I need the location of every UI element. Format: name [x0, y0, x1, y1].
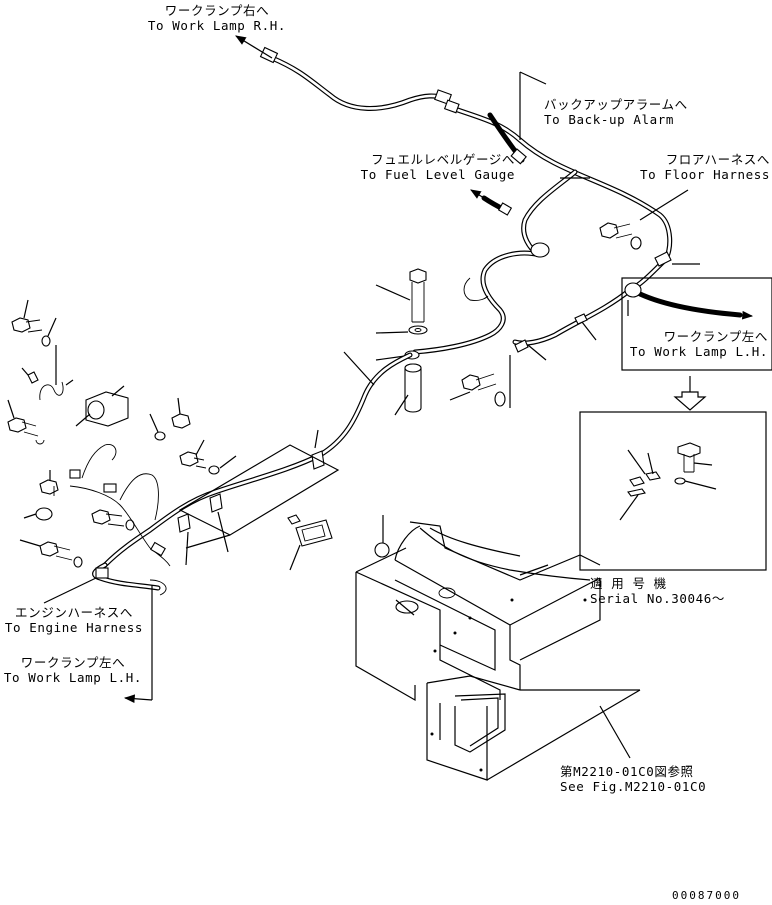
label-jp: エンジンハーネスへ	[15, 605, 133, 620]
washer-icon	[35, 507, 53, 521]
clamp-icon	[209, 493, 223, 513]
bolt-icon	[39, 541, 59, 557]
connector-icon	[510, 148, 527, 165]
clamp-icon	[177, 513, 191, 533]
bolt-icon	[461, 374, 481, 391]
bolt-icon	[409, 268, 427, 284]
washer-icon	[73, 556, 83, 568]
label-jp: ワークランプ左へ	[20, 655, 126, 670]
label-fuel-level-gauge: フュエルレベルゲージへ To Fuel Level Gauge	[340, 152, 515, 182]
label-engine-harness: エンジンハーネスへ To Engine Harness	[0, 605, 148, 635]
label-work-lamp-rh: ワークランプ右へ To Work Lamp R.H.	[142, 3, 292, 33]
washer-icon	[374, 542, 390, 558]
connector-icon	[443, 99, 460, 114]
label-en: Serial No.30046～	[590, 591, 725, 606]
label-jp: フュエルレベルゲージへ	[371, 152, 515, 167]
clamp-icon	[530, 242, 550, 258]
upper-harness	[259, 46, 743, 355]
label-en: To Floor Harness	[639, 167, 770, 182]
bolt-icon	[11, 317, 31, 333]
washer-icon	[41, 335, 51, 347]
washer-icon	[674, 477, 686, 485]
bolt-icon	[677, 442, 701, 458]
connector-icon	[103, 483, 117, 493]
connector-icon	[69, 469, 81, 479]
label-jp: ワークランプ右へ	[164, 3, 270, 18]
label-jp: 適 用 号 機	[590, 576, 667, 591]
washer-icon	[408, 325, 428, 335]
label-work-lamp-lh-left: ワークランプ左へ To Work Lamp L.H.	[0, 655, 146, 685]
clamp-icon	[654, 251, 672, 267]
bolt-icon	[91, 509, 111, 525]
label-en: To Back-up Alarm	[544, 112, 675, 127]
label-jp: バックアップアラームへ	[544, 97, 688, 112]
mounting-frame	[355, 515, 641, 781]
bolt-icon	[171, 413, 191, 429]
label-jp: 第M2210-01C0図参照	[560, 764, 694, 779]
clamp-icon	[574, 313, 588, 325]
connector-icon	[95, 567, 109, 579]
label-jp: フロアハーネスへ	[665, 152, 770, 167]
label-jp: ワークランプ左へ	[663, 329, 768, 344]
label-en: To Work Lamp L.H.	[3, 670, 143, 685]
left-parts	[7, 299, 333, 704]
label-backup-alarm: バックアップアラームへ To Back-up Alarm	[544, 97, 688, 127]
drawing-number: 00087000	[672, 889, 741, 902]
label-serial: 適 用 号 機 Serial No.30046～	[590, 576, 725, 606]
clamp-icon	[624, 282, 642, 298]
washer-icon	[208, 465, 220, 475]
label-en: To Work Lamp L.H.	[629, 344, 768, 359]
washer-icon	[630, 236, 642, 250]
connector-icon	[497, 202, 513, 216]
detail-parts	[619, 442, 717, 521]
label-see-fig: 第M2210-01C0図参照 See Fig.M2210-01C0	[560, 764, 706, 794]
label-en: To Engine Harness	[4, 620, 144, 635]
washer-icon	[125, 519, 135, 531]
bolt-icon	[39, 479, 59, 495]
label-floor-harness: フロアハーネスへ To Floor Harness	[618, 152, 770, 182]
label-en: To Work Lamp R.H.	[147, 18, 287, 33]
main-harness	[102, 351, 413, 568]
bolt-icon	[179, 451, 199, 467]
clamp-icon	[514, 339, 529, 353]
label-en: To Fuel Level Gauge	[360, 167, 515, 182]
connector-icon	[150, 541, 166, 557]
label-work-lamp-lh-right: ワークランプ左へ To Work Lamp L.H.	[622, 329, 768, 359]
washer-icon	[154, 431, 166, 441]
bolt-icon	[7, 417, 27, 433]
bolt-icon	[599, 222, 619, 239]
label-en: See Fig.M2210-01C0	[560, 779, 707, 794]
washer-icon	[494, 391, 506, 407]
upper-bolts	[375, 222, 642, 416]
